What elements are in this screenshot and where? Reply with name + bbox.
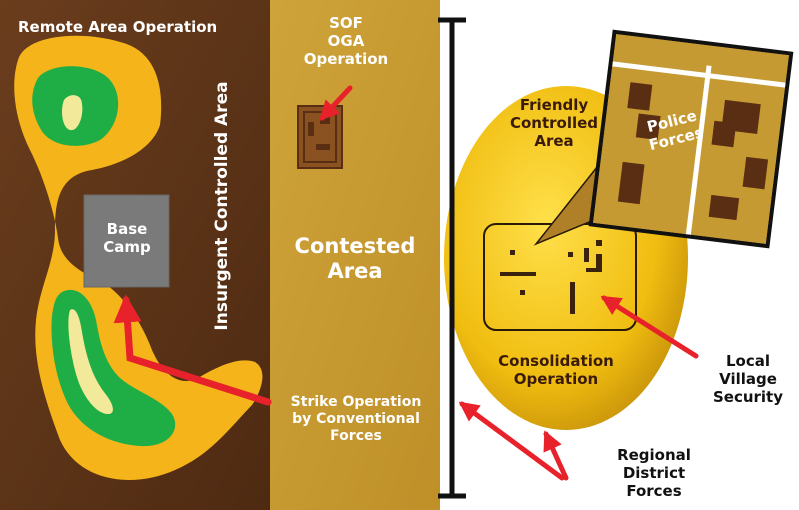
insurgent-controlled-area-label: Insurgent Controlled Area (211, 81, 232, 331)
local-village-security-label: Local Village Security (700, 352, 796, 406)
village-marks (500, 240, 602, 314)
friendly-controlled-area-label: Friendly Controlled Area (494, 96, 614, 150)
regional-arrow-bracket (458, 401, 565, 481)
contested-area-panel (270, 0, 440, 510)
sof-oga-operation-label: SOF OGA Operation (296, 14, 396, 68)
contested-area-label: Contested Area (280, 234, 430, 284)
terrain-green-lower (51, 289, 176, 447)
base-camp-label: Base Camp (96, 220, 158, 256)
sof-line3: Operation (303, 50, 389, 68)
terrain-light-upper (62, 95, 83, 131)
sof-arrow (319, 85, 353, 121)
strike-operation-label: Strike Operation by Conventional Forces (276, 394, 436, 444)
regional-arrow-oval (543, 430, 569, 481)
consolidation-line2: Operation (513, 370, 599, 388)
strike-arrow (113, 294, 272, 406)
regional-line2: District (622, 464, 686, 482)
sof-line2: OGA (327, 32, 365, 50)
consolidation-line1: Consolidation (498, 352, 614, 370)
consolidation-operation-label: Consolidation Operation (486, 352, 626, 388)
local-line3: Security (712, 388, 784, 406)
base-camp-line2: Camp (103, 238, 151, 256)
strike-line1: Strike Operation (290, 394, 422, 410)
base-camp-line1: Base (106, 220, 148, 238)
local-line1: Local (725, 352, 771, 370)
remote-area-operation-label: Remote Area Operation (18, 18, 218, 36)
strike-line3: Forces (330, 427, 382, 444)
friendly-line3: Area (534, 132, 574, 150)
contested-line1: Contested (294, 234, 416, 258)
police-forces-inset (588, 29, 794, 249)
base-camp (83, 194, 170, 288)
regional-line3: Forces (626, 482, 682, 500)
local-line2: Village (719, 370, 777, 388)
arrows (113, 85, 699, 481)
contested-line2: Area (327, 259, 383, 284)
sof-building-icon (297, 105, 343, 169)
terrain-light-lower (68, 309, 113, 414)
regional-district-forces-label: Regional District Forces (604, 446, 704, 500)
bracket (438, 17, 466, 499)
friendly-line1: Friendly (519, 96, 589, 114)
local-security-arrow (600, 295, 699, 359)
friendly-line2: Controlled (509, 114, 599, 132)
strike-line2: by Conventional (292, 410, 420, 427)
regional-line1: Regional (617, 446, 691, 464)
sof-line1: SOF (329, 14, 363, 32)
